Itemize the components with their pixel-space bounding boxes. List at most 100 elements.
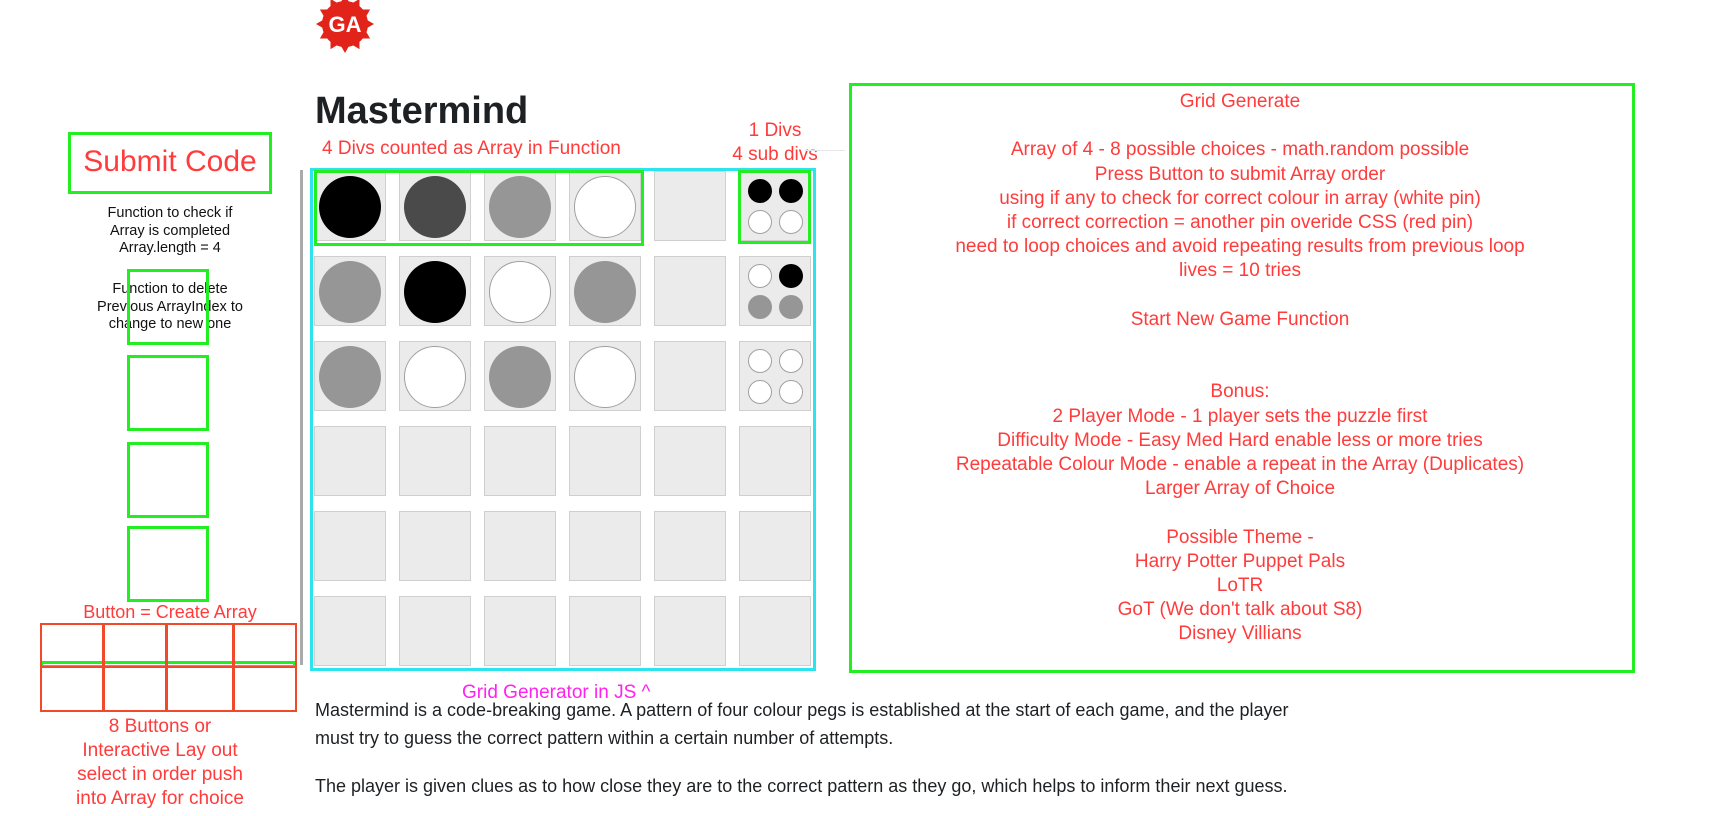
notes-line: 2 Player Mode - 1 player sets the puzzle… xyxy=(1052,405,1428,427)
peg-gray xyxy=(574,261,636,323)
feedback-slot xyxy=(739,341,811,411)
peg-gray xyxy=(319,346,381,408)
pin-white xyxy=(779,210,803,234)
choice-button-8[interactable] xyxy=(233,666,297,712)
guess-slot xyxy=(569,171,641,241)
peg-white xyxy=(489,261,551,323)
notes-line: Larger Array of Choice xyxy=(1144,478,1336,500)
pin-white xyxy=(748,264,772,288)
sub-divs-label: 4 sub divs xyxy=(732,144,818,165)
submit-code-label: Submit Code xyxy=(83,145,257,178)
button-create-array-label: Button = Create Array xyxy=(83,602,257,622)
notes-line: Press Button to submit Array order xyxy=(1094,163,1386,185)
feedback-slot xyxy=(739,171,811,241)
feedback-slot xyxy=(739,256,811,326)
feedback-slot xyxy=(739,426,811,496)
notes-line xyxy=(850,284,1630,308)
choice-button-3[interactable] xyxy=(166,623,234,668)
logo-text: GA xyxy=(329,12,362,37)
check-function-note: Function to check if Array is completed … xyxy=(107,205,233,256)
guess-slot xyxy=(314,256,386,326)
choice-button-1[interactable] xyxy=(40,623,104,668)
notes-line: Grid Generate xyxy=(1179,91,1301,112)
notes-line: lives = 10 tries xyxy=(1179,260,1301,282)
notes-line: LoTR xyxy=(1216,574,1264,596)
peg-black xyxy=(404,261,466,323)
notes-line: need to loop choices and avoid repeating… xyxy=(955,236,1525,258)
one-div-label: 1 Divs xyxy=(748,120,802,141)
guess-slot xyxy=(314,341,386,411)
pin-white xyxy=(748,349,772,373)
notes-line: Disney Villians xyxy=(1178,623,1302,645)
pin-black xyxy=(779,264,803,288)
notes-line xyxy=(850,332,1630,356)
peg-black xyxy=(319,176,381,238)
guess-slot xyxy=(399,596,471,666)
input-slot-4[interactable] xyxy=(127,526,209,602)
pin-black xyxy=(748,179,772,203)
notes-line xyxy=(850,501,1630,525)
choice-button-2[interactable] xyxy=(103,623,167,668)
grid-generator-outline xyxy=(310,168,816,671)
peg-gray xyxy=(319,261,381,323)
first-row-pins-highlight xyxy=(738,170,811,244)
spacer-slot xyxy=(654,596,726,666)
guess-slot xyxy=(399,426,471,496)
notes-line: Repeatable Colour Mode - enable a repeat… xyxy=(955,453,1525,475)
notes-line: Difficulty Mode - Easy Med Hard enable l… xyxy=(997,429,1483,451)
choice-button-4[interactable] xyxy=(233,623,297,668)
eight-buttons-note: 8 Buttons or Interactive Lay out select … xyxy=(76,716,244,809)
guess-slot xyxy=(569,256,641,326)
guess-slot xyxy=(484,171,556,241)
guess-slot xyxy=(314,511,386,581)
spacer-slot xyxy=(654,256,726,326)
spacer-slot xyxy=(654,426,726,496)
input-slot-2[interactable] xyxy=(127,355,209,431)
board-scrollbar[interactable] xyxy=(300,170,303,665)
choice-button-5[interactable] xyxy=(40,666,104,712)
ga-logo: GA xyxy=(316,0,374,53)
spacer-slot xyxy=(654,511,726,581)
guess-slot xyxy=(399,341,471,411)
guess-slot xyxy=(484,341,556,411)
guess-slot xyxy=(484,256,556,326)
choice-button-7[interactable] xyxy=(166,666,234,712)
peg-white xyxy=(574,176,636,238)
notes-box xyxy=(849,83,1635,673)
guess-slot xyxy=(399,171,471,241)
peg-darkgray xyxy=(404,176,466,238)
input-slot-1[interactable] xyxy=(127,269,209,345)
choice-button-6[interactable] xyxy=(103,666,167,712)
page-title: Mastermind xyxy=(315,90,529,132)
pin-gray xyxy=(748,295,772,319)
guess-slot xyxy=(484,511,556,581)
peg-gray xyxy=(489,346,551,408)
notes-line xyxy=(850,356,1630,380)
spacer-slot xyxy=(654,341,726,411)
feedback-slot xyxy=(739,596,811,666)
input-slot-3[interactable] xyxy=(127,442,209,518)
peg-white xyxy=(574,346,636,408)
guess-slot xyxy=(484,426,556,496)
pin-white xyxy=(779,349,803,373)
description-paragraph-2: The player is given clues as to how clos… xyxy=(315,776,1288,796)
guess-slot xyxy=(314,596,386,666)
notes-line xyxy=(850,114,1630,138)
guess-slot xyxy=(569,511,641,581)
peg-gray xyxy=(489,176,551,238)
description-paragraph-1: Mastermind is a code-breaking game. A pa… xyxy=(315,700,1289,748)
title-divider xyxy=(805,150,845,151)
notes-line: Bonus: xyxy=(1210,381,1270,403)
notes-line: Start New Game Function xyxy=(1130,308,1350,330)
submit-code-box[interactable] xyxy=(68,132,272,194)
pin-black xyxy=(779,179,803,203)
guess-slot xyxy=(314,426,386,496)
guess-slot xyxy=(399,256,471,326)
feedback-slot xyxy=(739,511,811,581)
notes-line: GoT (We don't talk about S8) xyxy=(1117,599,1363,621)
spacer-slot xyxy=(654,171,726,241)
grid-generator-label: Grid Generator in JS ^ xyxy=(462,682,651,703)
pin-white xyxy=(748,380,772,404)
notes-line: using if any to check for correct colour… xyxy=(999,187,1481,209)
